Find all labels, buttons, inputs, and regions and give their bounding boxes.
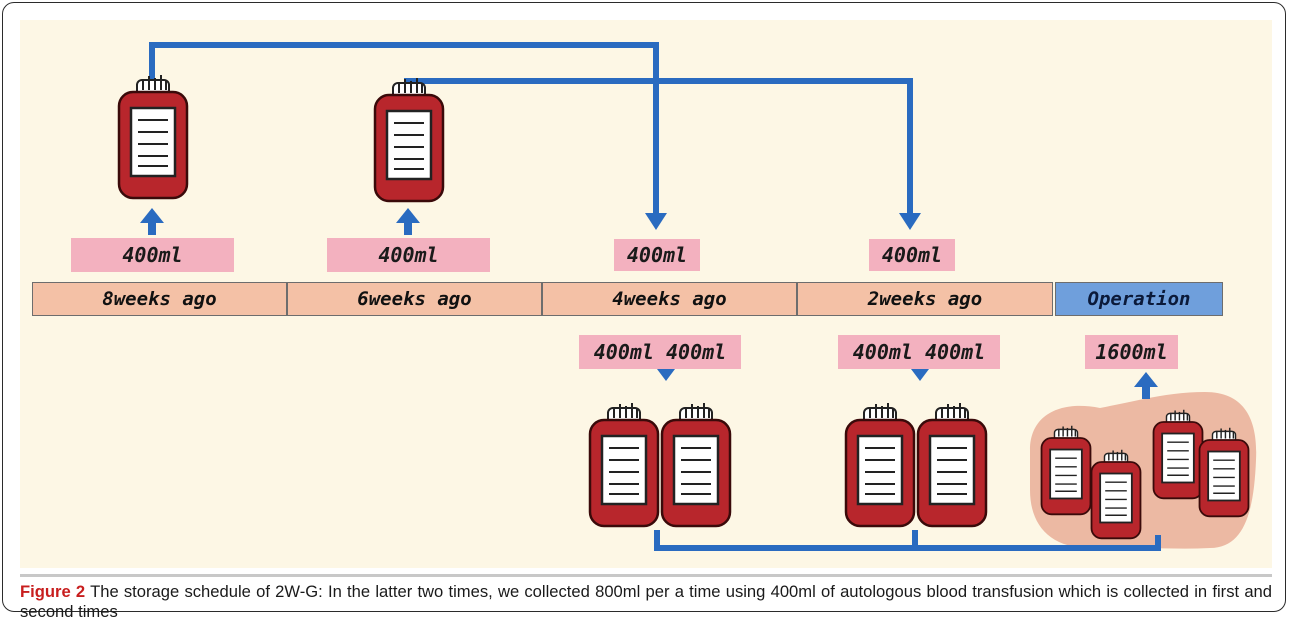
volume-label-2w: 400ml (869, 239, 955, 271)
arrowhead-down-4w (645, 213, 667, 230)
up-arrow-6w (396, 208, 420, 235)
blood-bag-6w (373, 76, 445, 203)
volume-label-operation: 1600ml (1085, 335, 1178, 369)
volume-label-8w: 400ml (71, 238, 234, 272)
figure-caption: Figure 2 The storage schedule of 2W-G: I… (20, 582, 1272, 622)
up-arrow-operation (1134, 372, 1158, 399)
diagram-graphics (117, 42, 1257, 551)
caption-divider (20, 574, 1272, 577)
blood-bag-4w-a (588, 401, 660, 528)
volume-label-4w: 400ml (614, 239, 700, 271)
volume-label-4w-pair: 400ml 400ml (579, 335, 741, 369)
blood-bag-4w-b (660, 401, 732, 528)
up-arrow-8w (140, 208, 164, 235)
blood-bag-op-2 (1090, 448, 1142, 540)
transfer-arrow-8w-to-4w (149, 42, 659, 216)
blood-bag-2w-a (844, 401, 916, 528)
volume-label-2w-pair: 400ml 400ml (838, 335, 1000, 369)
volume-label-6w: 400ml (327, 238, 490, 272)
timeline-6weeks-ago: 6weeks ago (287, 282, 542, 316)
blood-bag-op-1 (1040, 424, 1092, 516)
timeline-4weeks-ago: 4weeks ago (542, 282, 797, 316)
arrowhead-down-2w (899, 213, 921, 230)
figure-number: Figure 2 (20, 582, 86, 601)
blood-bag-op-4 (1198, 426, 1250, 518)
transfer-bracket-bottom (654, 530, 1161, 551)
blood-bag-2w-b (916, 401, 988, 528)
timeline-2weeks-ago: 2weeks ago (797, 282, 1053, 316)
caption-text: The storage schedule of 2W-G: In the lat… (20, 582, 1273, 621)
timeline-operation: Operation (1055, 282, 1223, 316)
blood-bag-op-3 (1152, 408, 1204, 500)
blood-bag-8w (117, 73, 189, 200)
timeline-8weeks-ago: 8weeks ago (32, 282, 287, 316)
